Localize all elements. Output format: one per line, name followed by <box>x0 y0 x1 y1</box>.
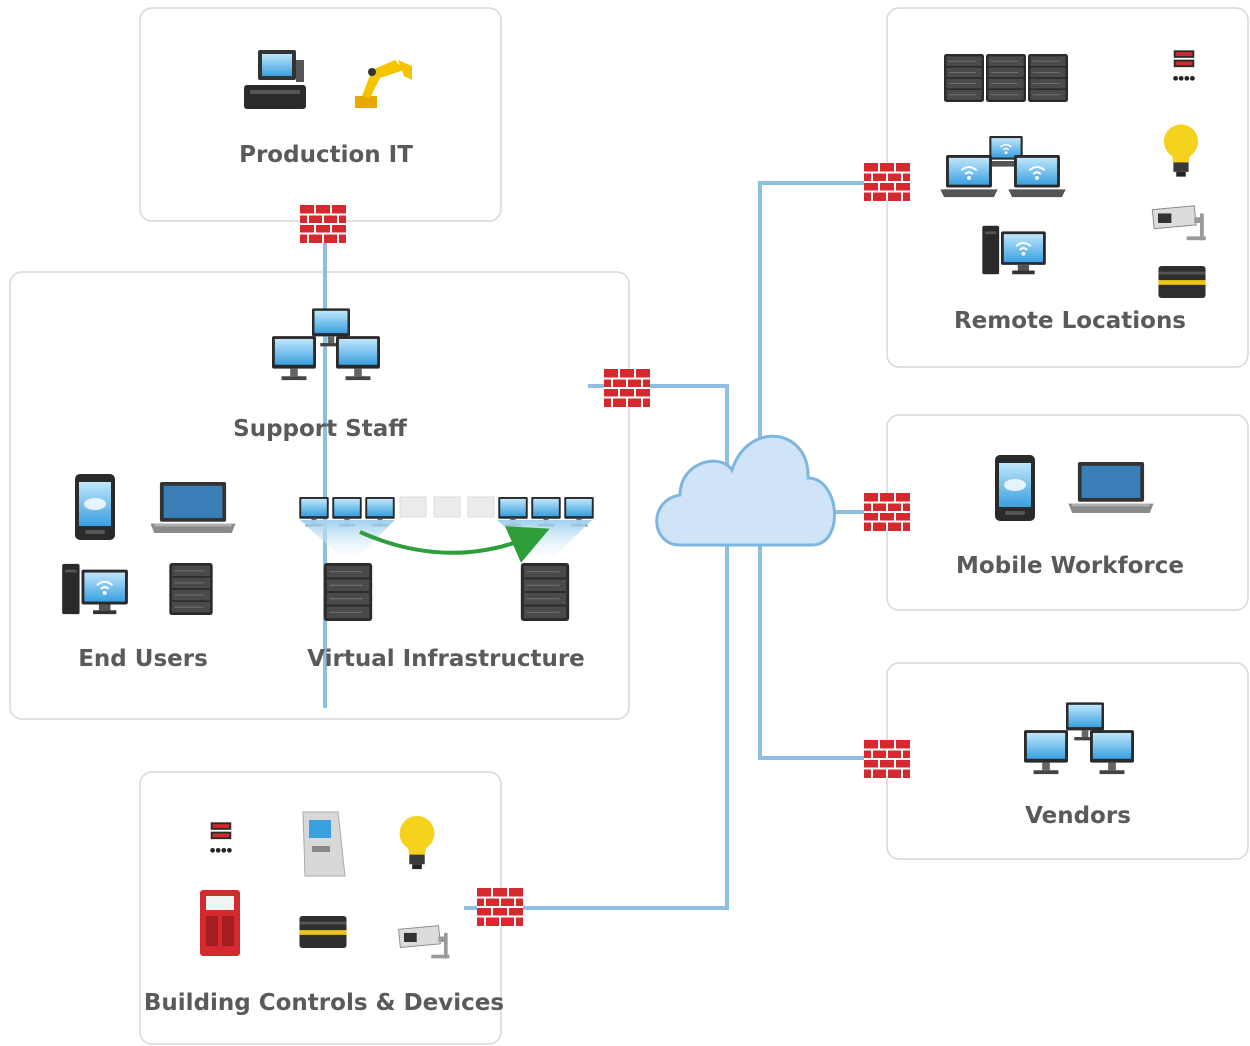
laptop-icon <box>940 155 998 199</box>
remote-locations-link <box>758 181 887 470</box>
remote-locations-label: Remote Locations <box>954 308 1186 334</box>
firewall-brick-icon <box>604 369 650 407</box>
cash-register-icon <box>244 50 306 109</box>
server-rack-icon <box>323 563 373 621</box>
firewall-brick-icon <box>300 205 346 243</box>
atm-icon <box>302 811 346 877</box>
smartphone-icon <box>995 455 1035 521</box>
server-rack-icon <box>944 53 1068 103</box>
firewall-brick-icon <box>864 163 910 201</box>
firewall-brick-icon <box>477 888 523 926</box>
mobile-workforce-box <box>886 414 1249 611</box>
card-reader-icon <box>299 916 347 948</box>
card-reader-icon <box>1158 266 1206 298</box>
production-it-label: Production IT <box>239 142 413 168</box>
internet-cloud-icon <box>655 434 836 547</box>
virtual-infrastructure-label: Virtual Infrastructure <box>307 646 585 672</box>
support-staff-label: Support Staff <box>233 416 407 442</box>
production-it-box <box>139 7 502 222</box>
firewall-brick-icon <box>864 740 910 778</box>
laptop-icon <box>1008 155 1066 199</box>
virtual-desktops-row <box>299 496 594 527</box>
laptop-icon <box>1068 462 1154 514</box>
server-rack-icon <box>168 563 214 615</box>
vendors-link <box>758 530 887 760</box>
corporate-network-box <box>9 271 630 720</box>
projection-cone <box>300 520 395 565</box>
building-controls-label: Building Controls & Devices <box>144 990 504 1016</box>
mobile-workforce-label: Mobile Workforce <box>956 553 1184 579</box>
server-rack-icon <box>520 563 570 621</box>
migration-arrow <box>359 526 550 563</box>
firewall-brick-icon <box>864 493 910 531</box>
building-controls-link <box>464 530 729 910</box>
smartphone-icon <box>75 474 115 540</box>
end-users-label: End Users <box>78 646 208 672</box>
fire-alarm-panel-icon <box>200 890 240 956</box>
vendors-label: Vendors <box>1025 803 1131 829</box>
laptop-icon <box>150 482 236 534</box>
robot-arm-icon <box>355 60 412 108</box>
